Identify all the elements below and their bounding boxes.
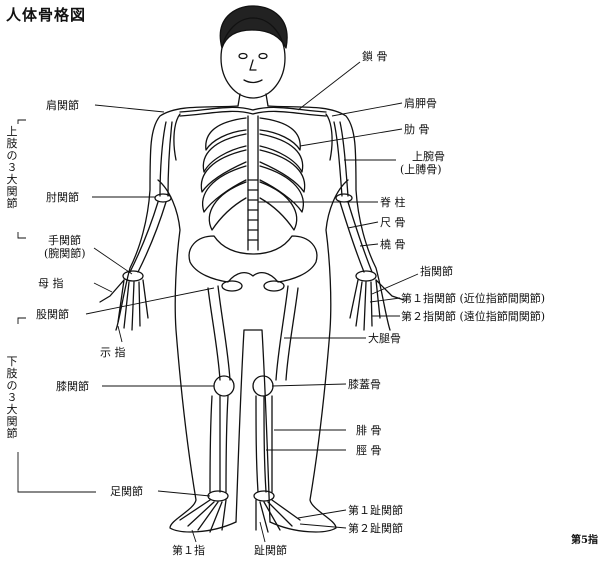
pelvis-bone bbox=[189, 236, 317, 282]
leader-shoulder-joint bbox=[95, 105, 164, 112]
leader-index-finger bbox=[118, 326, 122, 342]
label-ankle-joint: 足関節 bbox=[110, 485, 143, 498]
label-clavicle: 鎖 骨 bbox=[362, 50, 388, 63]
label-shoulder-joint: 肩関節 bbox=[46, 99, 79, 112]
humerus-left bbox=[160, 122, 172, 196]
leader-thumb bbox=[94, 283, 112, 292]
femur-right bbox=[276, 286, 298, 380]
leader-patella bbox=[272, 384, 346, 386]
label-knee-joint: 膝関節 bbox=[56, 380, 89, 393]
label-femur: 大腿骨 bbox=[368, 332, 401, 345]
hand-left bbox=[100, 271, 148, 330]
lower-leg-right bbox=[256, 396, 272, 492]
leader-ankle-joint bbox=[158, 491, 210, 496]
forearm-right bbox=[340, 202, 372, 272]
label-first-finger-joint: 第１指関節 (近位指節間関節) bbox=[401, 292, 545, 305]
label-rib: 肋 骨 bbox=[404, 123, 430, 136]
humerus-right bbox=[334, 122, 348, 196]
label-wrist-joint: 手関節 bbox=[48, 234, 81, 247]
corner-caption: 第5指 bbox=[571, 531, 598, 546]
leader-second-toe-joint bbox=[300, 524, 346, 528]
label-finger-joint: 指関節 bbox=[420, 265, 453, 278]
label-first-toe-joint: 第１趾関節 bbox=[348, 504, 403, 517]
label-first-toe: 第１指 bbox=[172, 544, 205, 557]
elbow-left bbox=[155, 194, 171, 202]
knee-right bbox=[253, 376, 273, 396]
leader-first-toe-joint bbox=[298, 510, 346, 518]
rib-cage bbox=[201, 118, 304, 230]
leader-first-finger-joint bbox=[370, 298, 400, 302]
hand-right bbox=[350, 271, 404, 330]
leader-ulna bbox=[348, 222, 378, 228]
leader-scapula bbox=[332, 103, 402, 116]
label-elbow-joint: 肘関節 bbox=[46, 191, 79, 204]
label-toe-joint: 趾関節 bbox=[254, 544, 287, 557]
femur-left bbox=[208, 286, 230, 380]
label-second-toe-joint: 第２趾関節 bbox=[348, 522, 403, 535]
label-hip-joint: 股関節 bbox=[36, 308, 69, 321]
lower-leg-left bbox=[210, 396, 228, 492]
leader-hip-joint bbox=[86, 288, 214, 314]
label-scapula: 肩胛骨 bbox=[404, 97, 437, 110]
label-humerus-alt: (上膊骨) bbox=[400, 163, 442, 176]
label-spine: 脊 柱 bbox=[380, 196, 406, 209]
leader-clavicle bbox=[298, 62, 360, 110]
label-wrist-joint-alt: (腕関節) bbox=[44, 247, 86, 260]
leader-toe-joint bbox=[260, 522, 265, 542]
leader-rib bbox=[300, 129, 402, 146]
label-fibula: 腓 骨 bbox=[356, 424, 382, 437]
label-tibia: 脛 骨 bbox=[356, 444, 382, 457]
label-humerus: 上腕骨 bbox=[412, 150, 445, 163]
label-thumb: 母 指 bbox=[38, 277, 64, 290]
upper-limb-bracket bbox=[18, 120, 26, 238]
label-radius: 橈 骨 bbox=[380, 238, 406, 251]
label-patella: 膝蓋骨 bbox=[348, 378, 381, 391]
lower-limb-bracket bbox=[18, 318, 96, 492]
clavicle-bones bbox=[180, 107, 326, 116]
spine-bone bbox=[248, 116, 258, 250]
hair-outline bbox=[220, 6, 287, 48]
label-index-finger: 示 指 bbox=[100, 346, 126, 359]
label-second-finger-joint: 第２指関節 (遠位指節間関節) bbox=[401, 310, 545, 323]
leader-radius bbox=[360, 244, 378, 246]
leader-wrist-joint bbox=[94, 248, 132, 274]
label-ulna: 尺 骨 bbox=[380, 216, 406, 229]
knee-left bbox=[214, 376, 234, 396]
elbow-right bbox=[336, 194, 352, 202]
